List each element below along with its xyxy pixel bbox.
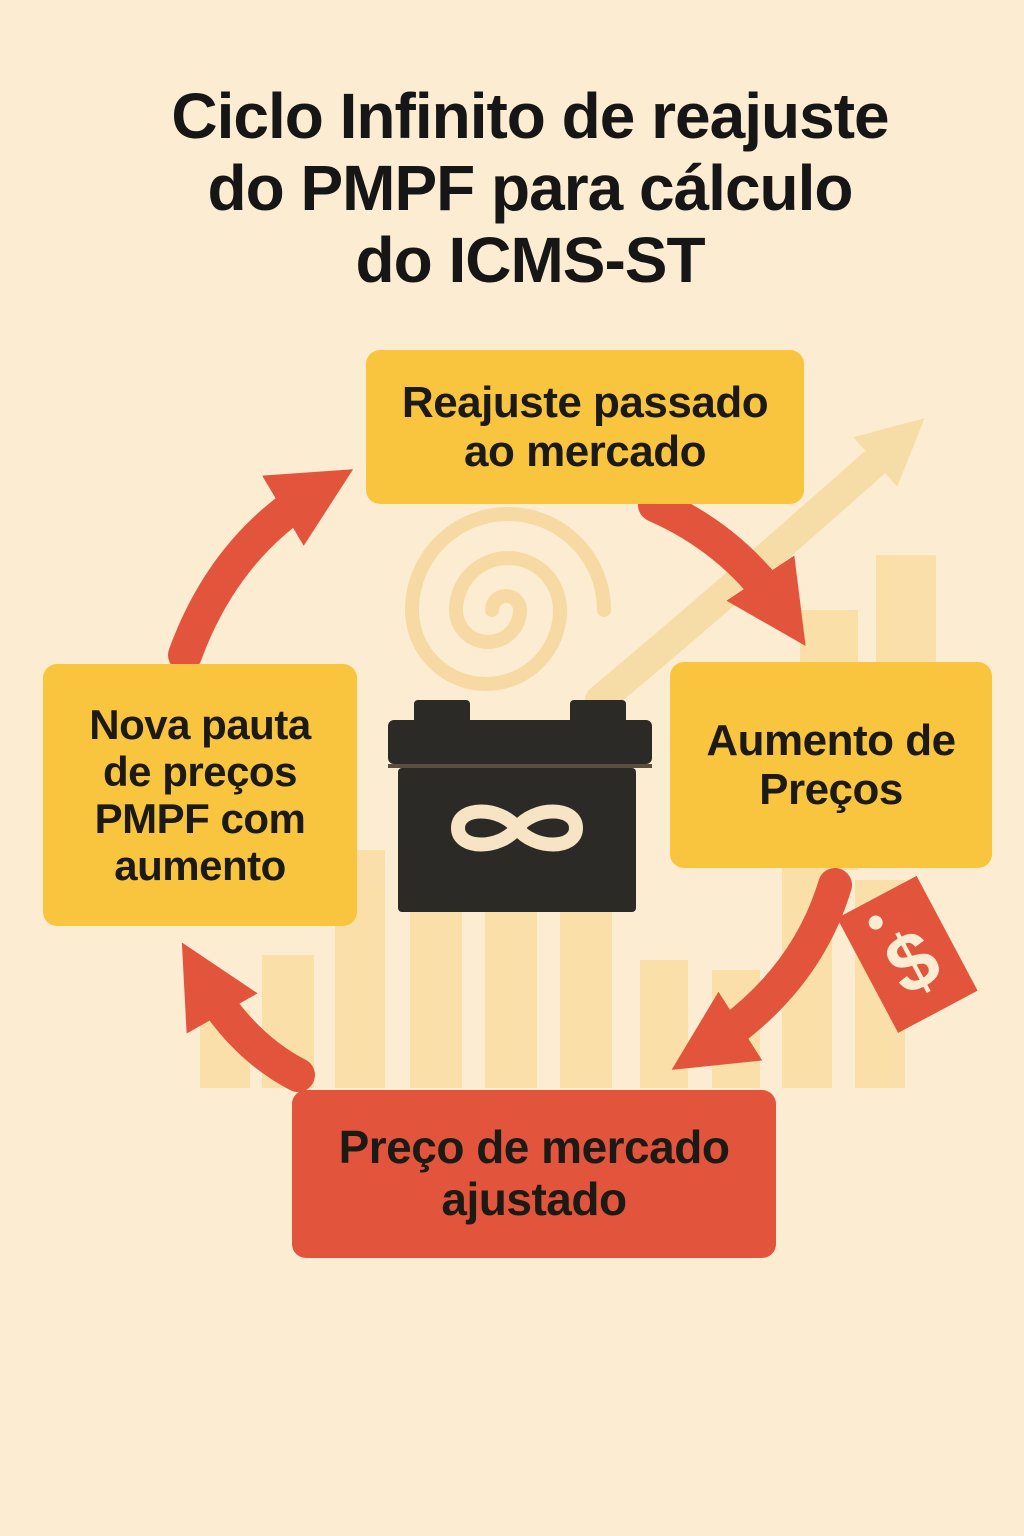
background-bar [560, 905, 612, 1088]
step-label-line: Preços [759, 765, 903, 814]
arrow-bottom-to-left [181, 942, 315, 1092]
page-title: Ciclo Infinito de reajuste do PMPF para … [120, 80, 940, 296]
step-label-line: ajustado [441, 1173, 627, 1225]
step-aumento-precos: Aumento de Preços [670, 662, 992, 868]
step-nova-pauta-pmpf: Nova pauta de preços PMPF com aumento [43, 664, 357, 926]
background-bar [410, 905, 462, 1088]
arrow-right-to-bottom [671, 868, 852, 1070]
step-label-line: Preço de mercado [338, 1121, 730, 1174]
step-preco-mercado-ajustado: Preço de mercado ajustado [292, 1090, 776, 1258]
infinity-icon [451, 804, 583, 852]
battery-infinity-icon [388, 700, 652, 912]
background-bar [640, 960, 688, 1088]
background-bar [485, 880, 537, 1088]
step-label-line: aumento [114, 842, 286, 890]
spiral-icon [404, 507, 611, 691]
title-line: do PMPF para cálculo [207, 152, 853, 224]
step-label-line: Reajuste passado [401, 377, 769, 427]
title-line: do ICMS-ST [355, 224, 705, 296]
step-label-line: PMPF com [94, 795, 306, 842]
price-tag-dollar-icon: $ [837, 875, 978, 1033]
step-reajuste-passado: Reajuste passado ao mercado [366, 350, 804, 504]
arrow-top-to-right [638, 488, 806, 646]
step-label-line: Aumento de [706, 715, 956, 765]
step-label-line: Nova pauta [89, 700, 311, 748]
step-label-line: ao mercado [464, 427, 706, 476]
arrow-left-to-top [168, 469, 354, 672]
step-label-line: de preços [103, 747, 297, 795]
title-line: Ciclo Infinito de reajuste [171, 80, 889, 152]
